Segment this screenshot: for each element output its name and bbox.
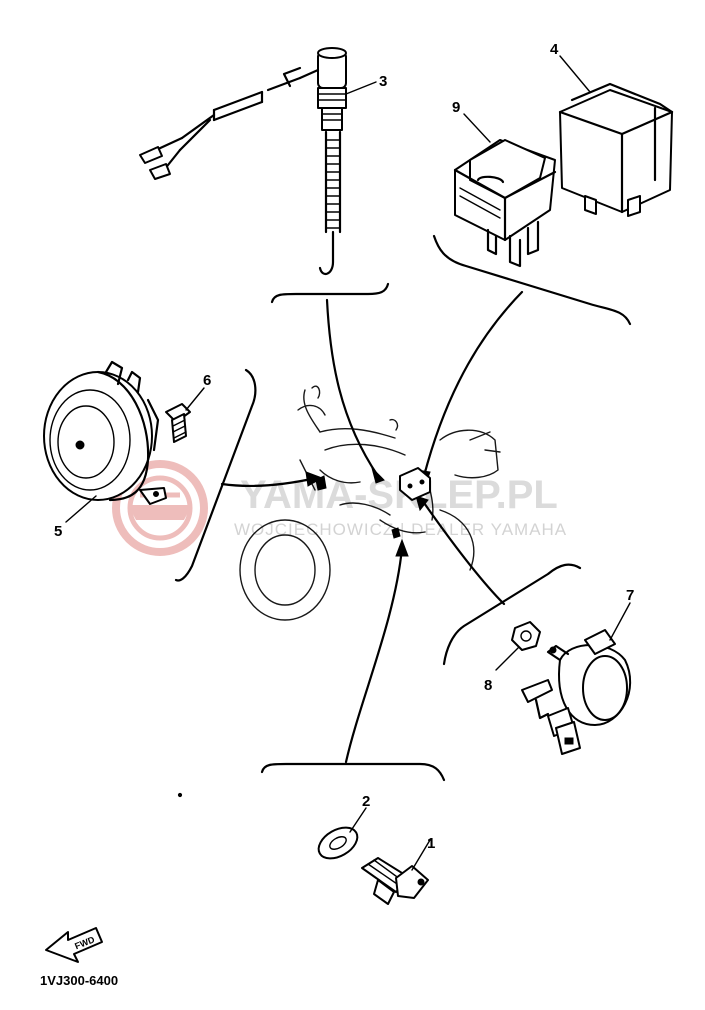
part-8-nut [511,621,541,651]
callout-2: 2 [362,793,370,810]
part-9-relay [453,139,557,268]
watermark-text: YAMA-SKLEP.PL [240,473,558,517]
bracket-parts-1-2 [260,762,446,782]
watermark-subtext: WOJCIECHOWICZ | DEALER YAMAHA [234,520,567,539]
bracket-parts-7-8 [442,563,582,666]
part-2-washer [317,826,359,860]
group-brackets [174,234,632,782]
part-7-starter-relay [521,629,632,755]
callouts: 3 4 9 6 5 7 8 2 1 [54,41,634,871]
bracket-part-3 [270,282,390,304]
callout-5: 5 [54,523,62,540]
diagram-code: 1VJ300-6400 [40,973,118,988]
callout-1: 1 [427,835,435,852]
bracket-parts-9-4 [432,234,632,326]
forward-arrow: FWD [45,927,103,963]
callout-6: 6 [203,372,211,389]
part-5-horn [43,360,167,505]
watermark: YAMA-SKLEP.PL WOJCIECHOWICZ | DEALER YAM… [112,460,567,556]
callout-7: 7 [626,587,634,604]
bike-mount-points [177,467,431,798]
callout-8: 8 [484,677,492,694]
callout-9: 9 [452,99,460,116]
part-4-flasher [558,82,674,217]
part-1-sensor [361,857,429,905]
callout-3: 3 [379,73,387,90]
leader-lines [220,290,524,764]
callout-4: 4 [550,41,559,58]
part-3-switch [139,47,347,276]
part-6-bolt [165,403,191,443]
bracket-parts-5-6 [174,368,257,582]
